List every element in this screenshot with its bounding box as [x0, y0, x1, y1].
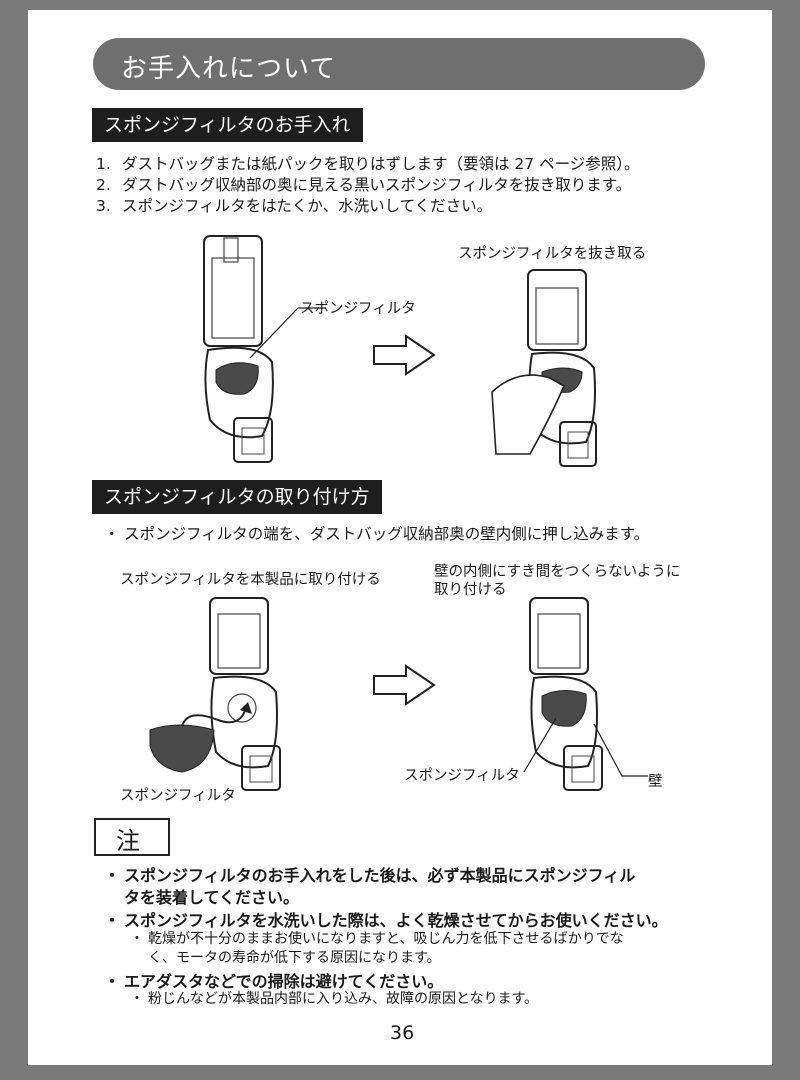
caution-note-1: ・ スポンジフィルタのお手入れをした後は、必ず本製品にスポンジフィル: [104, 866, 636, 885]
leader-line: [249, 307, 326, 359]
vacuum-illustration-attach: [149, 597, 281, 791]
caption-wall-line2: 取り付ける: [434, 582, 507, 598]
step-3: 3.スポンジフィルタをはたくか、水洗いしてください。: [96, 197, 493, 215]
page-title: お手入れについて: [121, 54, 337, 84]
caution-label: 注: [116, 827, 140, 855]
caution-note-2: ・ スポンジフィルタを水洗いした際は、よく乾燥させてからお使いください。: [104, 911, 668, 930]
caption-wall-line1: 壁の内側にすき間をつくらないように: [434, 564, 681, 580]
arrow-right-icon: [373, 334, 436, 376]
page-title-banner: お手入れについて: [93, 38, 705, 90]
caution-note-1-cont: タを装着してください。: [124, 888, 300, 907]
caution-subnote-1: ・ 乾燥が不十分のままお使いになりますと、吸じん力を低下させるばかりでな: [130, 931, 624, 947]
label-sponge-filter: スポンジフィルタ: [300, 301, 416, 317]
caution-label-box: 注: [94, 818, 170, 856]
vacuum-illustration-filter-removal: [491, 269, 597, 467]
step-1: 1.ダストバッグまたは紙パックを取りはずします（要領は 27 ページ参照）。: [96, 155, 640, 173]
step-2: 2.ダストバッグ収納部の奥に見える黒いスポンジフィルタを抜き取ります。: [96, 176, 632, 194]
section-heading-care: スポンジフィルタのお手入れ: [92, 108, 363, 142]
caution-note-3: ・ エアダスタなどでの掃除は避けてください。: [104, 972, 444, 991]
label-sponge-filter-right: スポンジフィルタ: [404, 768, 520, 784]
vacuum-illustration-filter-installed: [203, 235, 274, 463]
label-wall: 壁: [648, 774, 663, 790]
caution-subnote-2: ・ 粉じんなどが本製品内部に入り込み、故障の原因となります。: [130, 991, 539, 1007]
section-heading-install: スポンジフィルタの取り付け方: [92, 480, 382, 514]
arrow-right-icon: [373, 664, 436, 706]
caution-subnote-1-cont: く、モータの寿命が低下する原因になります。: [148, 950, 441, 966]
vacuum-illustration-installed: [529, 597, 603, 791]
manual-page: お手入れについて スポンジフィルタのお手入れ 1.ダストバッグまたは紙パックを取…: [28, 10, 772, 1065]
leader-lines: [523, 717, 648, 777]
caption-attach-filter: スポンジフィルタを本製品に取り付ける: [120, 572, 381, 588]
page-number: 36: [390, 1022, 415, 1044]
label-sponge-filter-left: スポンジフィルタ: [120, 788, 236, 804]
install-instruction: ・ スポンジフィルタの端を、ダストバッグ収納部奥の壁内側に押し込みます。: [104, 525, 650, 543]
caption-remove-filter: スポンジフィルタを抜き取る: [458, 246, 647, 262]
